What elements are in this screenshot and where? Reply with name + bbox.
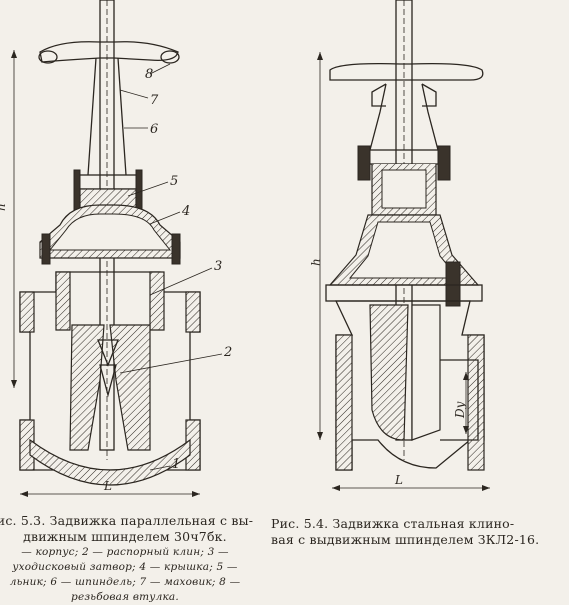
wedge-gate-valve-drawing-right [317, 0, 490, 491]
callout-3: 3 [214, 259, 222, 274]
caption-right-line-1: Рис. 5.4. Задвижка стальная клино- [271, 516, 515, 531]
gate-valve-drawing-left [11, 0, 223, 497]
dim-height-left: h [0, 203, 8, 211]
caption-left: ис. 5.3. Задвижка параллельная с вы- дви… [0, 513, 256, 605]
dim-length-left: L [103, 479, 112, 493]
legend-left-line-3: льник; 6 — шпиндель; 7 — маховик; 8 — [9, 576, 241, 588]
legend-left-line-1: — корпус; 2 — распорный клин; 3 — [21, 546, 229, 558]
callout-1: 1 [172, 457, 180, 472]
caption-right-line-2: вая с выдвижным шпинделем ЗКЛ2-16. [271, 532, 540, 547]
callout-8: 8 [145, 67, 153, 82]
legend-left-line-4: резьбовая втулка. [71, 591, 179, 603]
dim-height-right: h [309, 258, 323, 266]
caption-left-line-2: движным шпинделем 30ч7бк. [23, 529, 227, 544]
caption-left-line-1: ис. 5.3. Задвижка параллельная с вы- [0, 513, 254, 528]
legend-left-line-2: уходисковый затвор; 4 — крышка; 5 — [12, 561, 238, 573]
dim-length-right: L [394, 473, 403, 487]
caption-right: Рис. 5.4. Задвижка стальная клино- вая с… [271, 516, 561, 548]
callout-6: 6 [150, 122, 158, 137]
callout-5: 5 [170, 174, 178, 189]
dim-bore-right: Dy [453, 401, 467, 419]
callout-4: 4 [181, 204, 190, 219]
callout-7: 7 [150, 93, 159, 108]
callout-2: 2 [223, 345, 232, 360]
